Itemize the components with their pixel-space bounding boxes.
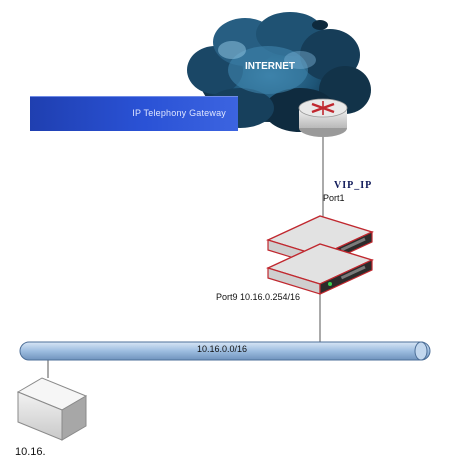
- gateway-label: IP Telephony Gateway: [132, 108, 226, 118]
- network-label: 10.16.0.0/16: [197, 344, 248, 354]
- network-bus: [19, 341, 431, 361]
- vip-ip-label: VIP_IP: [334, 180, 373, 191]
- port1-label: Port1: [323, 193, 345, 203]
- port9-label: Port9 10.16.0.254/16: [216, 292, 301, 302]
- host-label: 10.16.: [15, 446, 46, 458]
- internet-label: INTERNET: [245, 61, 295, 72]
- host-server-icon: [16, 377, 88, 441]
- firewall-lower: [266, 243, 374, 295]
- router-icon: [298, 98, 348, 137]
- ip-telephony-gateway: IP Telephony Gateway: [30, 96, 238, 131]
